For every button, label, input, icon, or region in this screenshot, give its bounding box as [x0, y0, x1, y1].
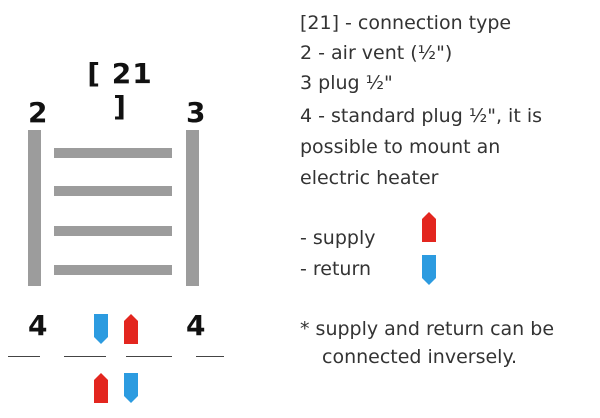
radiator-diagram: [ 21 ] 2 3 4 4: [0, 0, 240, 418]
radiator-rung: [54, 148, 172, 158]
radiator-rung: [54, 186, 172, 196]
supply-arrow-icon: [94, 373, 108, 403]
return-arrow-icon: [422, 255, 436, 285]
supply-arrow-icon: [422, 212, 436, 242]
supply-arrow-icon: [124, 314, 138, 344]
return-arrow-icon: [94, 314, 108, 344]
legend-air-vent: 2 - air vent (½"): [300, 42, 453, 64]
pipe-connection-line: [64, 356, 106, 357]
radiator-rung: [54, 265, 172, 275]
port-label-bottom-left: 4: [28, 309, 48, 342]
port-label-top-right: 3: [186, 96, 206, 129]
port-label-bottom-right: 4: [186, 309, 206, 342]
legend-standard-plug: 4 - standard plug ½", it is: [300, 105, 542, 127]
legend-plug: 3 plug ½": [300, 72, 393, 94]
legend-note: * supply and return can be: [300, 318, 555, 340]
legend-connection-type: [21] - connection type: [300, 12, 512, 34]
legend-standard-plug-cont2: electric heater: [300, 167, 439, 189]
connection-code-label: [ 21 ]: [87, 57, 153, 123]
pipe-connection-line: [126, 356, 172, 357]
radiator-left-rail: [28, 130, 41, 286]
legend-return-label: - return: [300, 258, 371, 280]
port-label-top-left: 2: [28, 96, 48, 129]
legend: [21] - connection type 2 - air vent (½")…: [300, 0, 600, 418]
radiator-rung: [54, 226, 172, 236]
radiator-right-rail: [186, 130, 199, 286]
pipe-connection-line: [196, 356, 224, 357]
pipe-connection-line: [8, 356, 40, 357]
legend-standard-plug-cont: possible to mount an: [300, 136, 501, 158]
legend-note-cont: connected inversely.: [322, 346, 518, 368]
legend-supply-label: - supply: [300, 227, 376, 249]
return-arrow-icon: [124, 373, 138, 403]
